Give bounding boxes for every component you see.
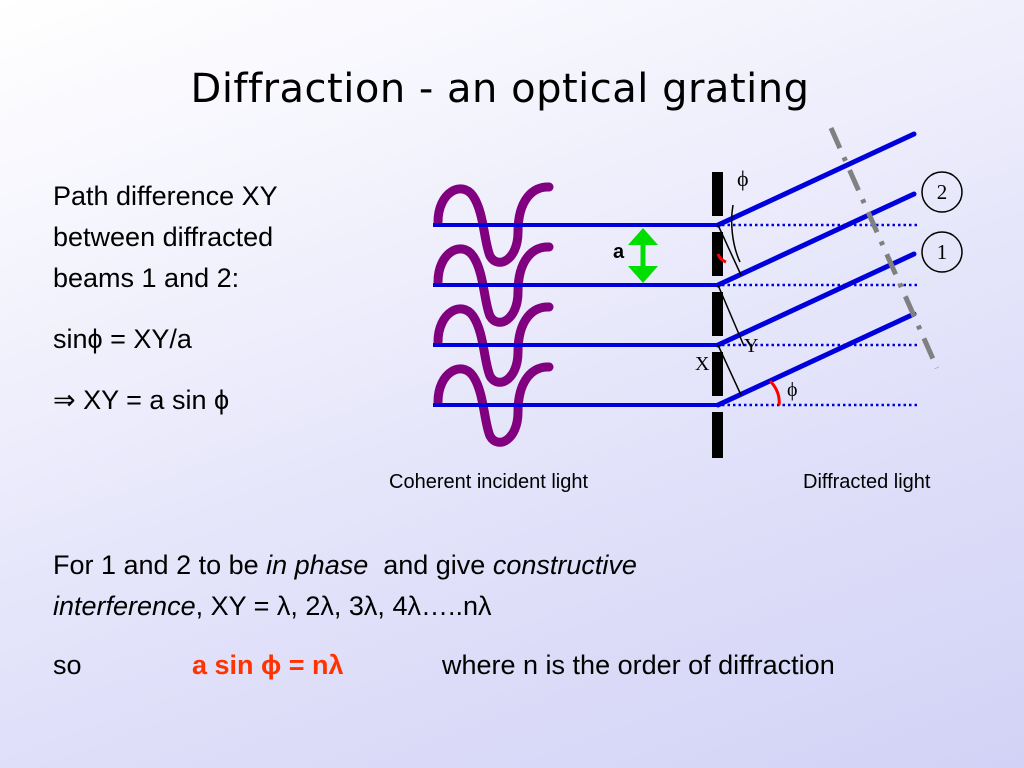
- diffracted-beam-2: [715, 191, 917, 288]
- spacing-arrow-head-bottom: [628, 266, 658, 283]
- top-angle-arc: [730, 204, 741, 263]
- grating-bar-4: [712, 352, 723, 396]
- beam-1-circle: [921, 231, 963, 273]
- spacing-arrow-head-top: [628, 228, 658, 245]
- path-difference-text: Path difference XY between diffracted be…: [53, 176, 278, 421]
- beam-2-circle: [921, 171, 963, 213]
- spacing-arrow: [628, 228, 658, 283]
- grating-bar-3: [712, 292, 723, 336]
- phi-bottom-label: ϕ: [787, 379, 798, 401]
- phase-middle: and give: [368, 550, 493, 580]
- grating-bar-5: [712, 412, 723, 458]
- diffracted-beams: [715, 131, 917, 408]
- diffracted-beam-1: [715, 131, 917, 228]
- wave-2: [433, 242, 554, 327]
- wave-3: [433, 302, 554, 387]
- path-difference-line-2: between diffracted: [53, 222, 274, 252]
- in-phase-text: in phase: [266, 550, 369, 580]
- phase-condition-text: For 1 and 2 to be in phase and give cons…: [53, 545, 637, 627]
- diffracted-light-caption: Diffracted light: [803, 471, 931, 493]
- label-x: X: [695, 353, 710, 375]
- beam-1-label: 1: [937, 240, 948, 264]
- upper-angle-arc: [716, 253, 727, 264]
- interference-text: interference: [53, 591, 196, 621]
- incident-wavefronts: [433, 182, 554, 447]
- perpendicular-line-2: [717, 284, 745, 347]
- path-difference-line-1: Path difference XY: [53, 181, 278, 211]
- wave-1: [433, 182, 554, 267]
- label-a: a: [613, 241, 625, 263]
- grating-bar-2: [712, 232, 723, 276]
- phi-top-label: ϕ: [737, 166, 749, 191]
- undeviated-lines: [722, 223, 920, 407]
- phase-prefix: For 1 and 2 to be: [53, 550, 267, 580]
- perpendicular-line-3: [717, 344, 742, 396]
- diffracted-beam-3: [715, 251, 917, 348]
- diffracted-beam-4: [715, 311, 917, 408]
- beam-2-label: 2: [937, 180, 948, 204]
- diffracted-wavefront: [828, 126, 940, 370]
- wave-4: [433, 362, 554, 447]
- xy-equation: ⇒ XY = a sin ϕ: [53, 385, 230, 415]
- incident-beams: [433, 223, 718, 407]
- so-text: so: [53, 650, 82, 680]
- grating-bar-1: [712, 172, 723, 216]
- grating: [712, 172, 723, 458]
- wavelength-values: , XY = λ, 2λ, 3λ, 4λ…..nλ: [195, 591, 492, 621]
- grating-equation: a sin ϕ = nλ: [192, 650, 344, 680]
- constructive-text: constructive: [492, 550, 637, 580]
- sin-equation: sinϕ = XY/a: [53, 324, 192, 354]
- path-difference-line-3: beams 1 and 2:: [53, 263, 240, 293]
- page-title: Diffraction - an optical grating: [190, 66, 810, 112]
- incident-light-caption: Coherent incident light: [389, 471, 589, 493]
- construction-lines: [717, 204, 745, 396]
- perpendicular-line-1: [717, 224, 742, 276]
- lower-angle-arc: [768, 379, 781, 406]
- order-explanation: where n is the order of diffraction: [442, 650, 835, 680]
- label-y: Y: [744, 335, 758, 357]
